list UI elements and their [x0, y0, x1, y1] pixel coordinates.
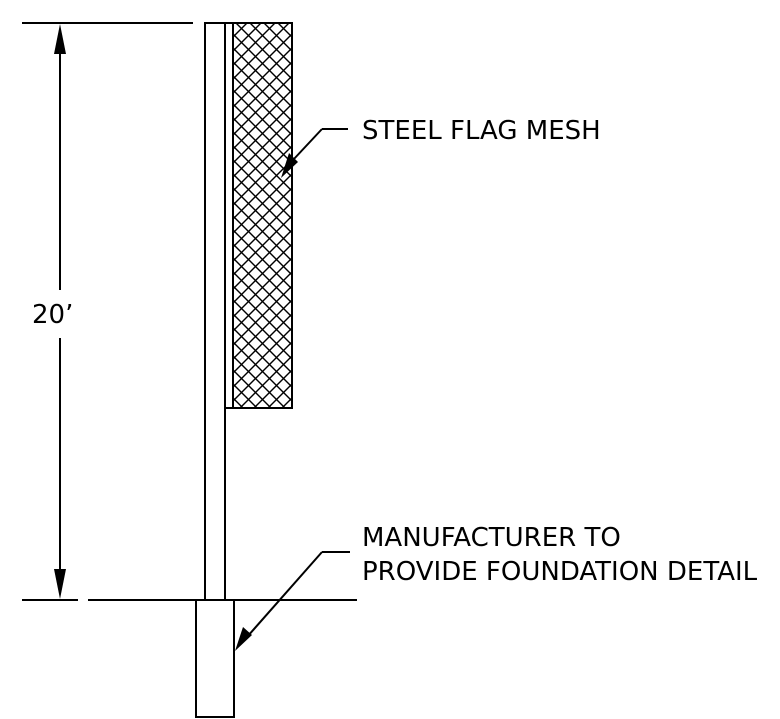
- mesh-hatch-line: [233, 215, 292, 276]
- mesh-hatch-line: [233, 412, 292, 471]
- height-dimension: 20’: [32, 24, 73, 599]
- mesh-hatch-line: [233, 412, 292, 471]
- dimension-arrow-bottom: [54, 569, 66, 599]
- mesh-hatch-line: [233, 426, 292, 485]
- mesh-hatch-line: [233, 440, 292, 499]
- mesh-hatch-line: [233, 23, 248, 38]
- steel-flag-mesh-panel: [232, 22, 293, 513]
- mesh-hatch-line: [233, 131, 292, 192]
- mesh-hatch-line: [233, 201, 292, 262]
- mesh-hatch-line: [233, 327, 292, 388]
- foundation-leader-arrow: [235, 627, 252, 651]
- pole-shaft: [204, 22, 226, 601]
- mesh-hatch-line: [233, 23, 276, 66]
- mesh-hatch-line: [233, 257, 292, 318]
- mesh-leader-arrow: [281, 153, 298, 178]
- mesh-hatch-line: [233, 426, 292, 485]
- mesh-hatch-line: [233, 299, 292, 360]
- mesh-hatch-line: [233, 285, 292, 346]
- mesh-hatch-line: [267, 383, 292, 408]
- mesh-hatch-line: [233, 75, 292, 136]
- mesh-hatch-line: [233, 33, 292, 94]
- mesh-hatch-line: [253, 369, 292, 408]
- mesh-hatch-line: [233, 23, 290, 80]
- mesh-hatch-line: [233, 61, 292, 122]
- mesh-hatch-line: [233, 23, 262, 52]
- mesh-hatch-line: [233, 313, 292, 374]
- foundation: [195, 599, 235, 718]
- mesh-hatch-line: [233, 243, 292, 304]
- foundation-label-line1: MANUFACTURER TO: [362, 523, 621, 553]
- mesh-hatch-line: [233, 454, 292, 513]
- mesh-hatch-line: [233, 229, 292, 290]
- mesh-hatch-line: [263, 23, 292, 52]
- pole-flange-strip: [224, 22, 234, 409]
- mesh-panel-border: [232, 22, 293, 409]
- mesh-hatch-line: [233, 383, 258, 408]
- mesh-hatch-line: [233, 145, 292, 206]
- mesh-hatch-line: [233, 187, 292, 248]
- mesh-hatch-line: [233, 173, 292, 234]
- foundation-leader-diagonal: [246, 551, 323, 638]
- pole: [204, 22, 234, 601]
- mesh-hatch-line: [233, 341, 292, 402]
- mesh-leader-diagonal: [292, 128, 323, 161]
- mesh-hatch-line: [233, 159, 292, 220]
- dimension-height-label: 20’: [32, 300, 73, 330]
- mesh-hatch-line: [233, 89, 292, 150]
- mesh-hatch-line: [233, 47, 292, 108]
- mesh-crosshatch: [233, 23, 292, 513]
- foundation-callout: MANUFACTURER TO PROVIDE FOUNDATION DETAI…: [235, 523, 758, 651]
- mesh-hatch-line: [291, 23, 292, 24]
- mesh-hatch-line: [233, 271, 292, 332]
- mesh-hatch-line: [233, 117, 292, 178]
- mesh-callout: STEEL FLAG MESH: [281, 116, 601, 178]
- mesh-hatch-line: [239, 355, 292, 408]
- dimension-arrow-top: [54, 24, 66, 54]
- mesh-label: STEEL FLAG MESH: [362, 116, 601, 146]
- mesh-hatch-line: [233, 440, 292, 499]
- mesh-hatch-line: [233, 454, 292, 513]
- mesh-hatch-line: [277, 23, 292, 38]
- mesh-hatch-line: [233, 103, 292, 164]
- foundation-label-line2: PROVIDE FOUNDATION DETAIL: [362, 557, 758, 587]
- mesh-hatch-line: [233, 23, 234, 24]
